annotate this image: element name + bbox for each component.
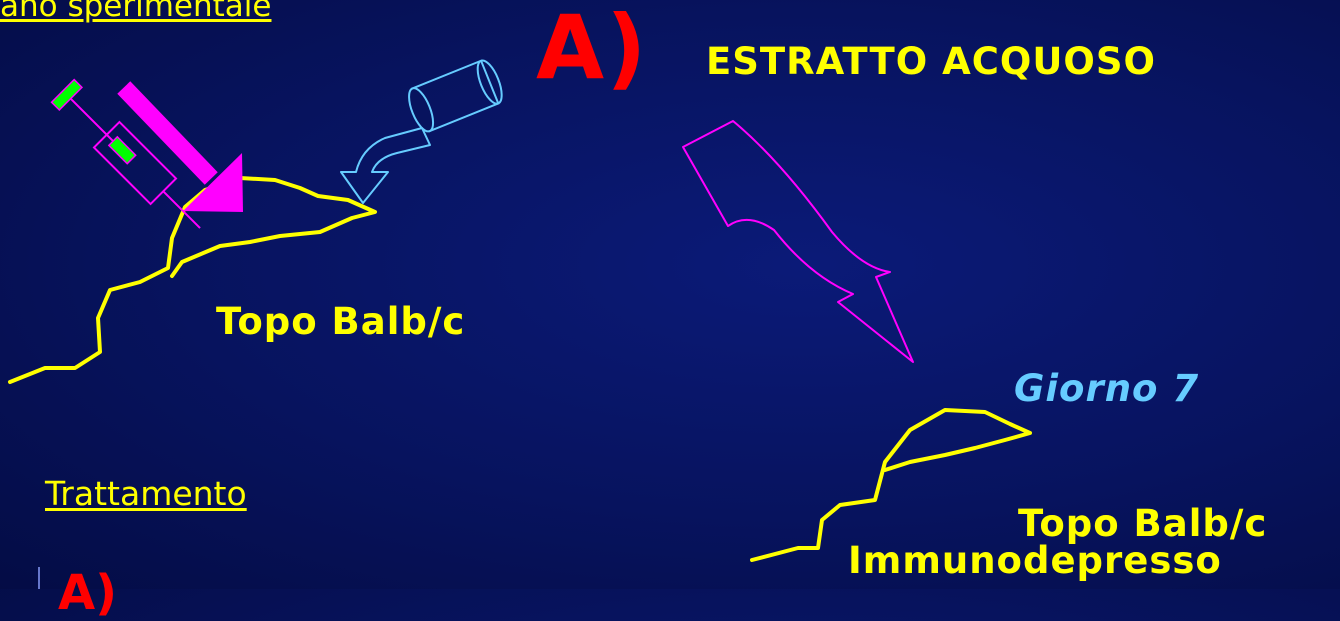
beaker-icon [408, 59, 503, 133]
mouse-right-condition: Immunodepresso [848, 539, 1222, 582]
treatment-item-letter: A) [58, 565, 118, 621]
mouse-right-label: Topo Balb/c [1018, 502, 1268, 545]
slide-title: ano sperimentale [0, 0, 272, 24]
treatment-heading: Trattamento [45, 474, 247, 513]
mouse-right-icon [750, 408, 1032, 562]
day-label: Giorno 7 [1014, 367, 1200, 410]
injection-arrow-icon [117, 81, 243, 212]
extract-label: ESTRATTO ACQUOSO [706, 40, 1156, 83]
pour-arrow-icon [340, 127, 431, 204]
slide-illustration [8, 59, 1032, 589]
syringe-icon [50, 78, 201, 229]
section-letter: A) [536, 0, 649, 99]
transfer-arrow-icon [682, 120, 914, 363]
mouse-left-icon [8, 176, 377, 384]
mouse-left-label: Topo Balb/c [216, 300, 466, 343]
